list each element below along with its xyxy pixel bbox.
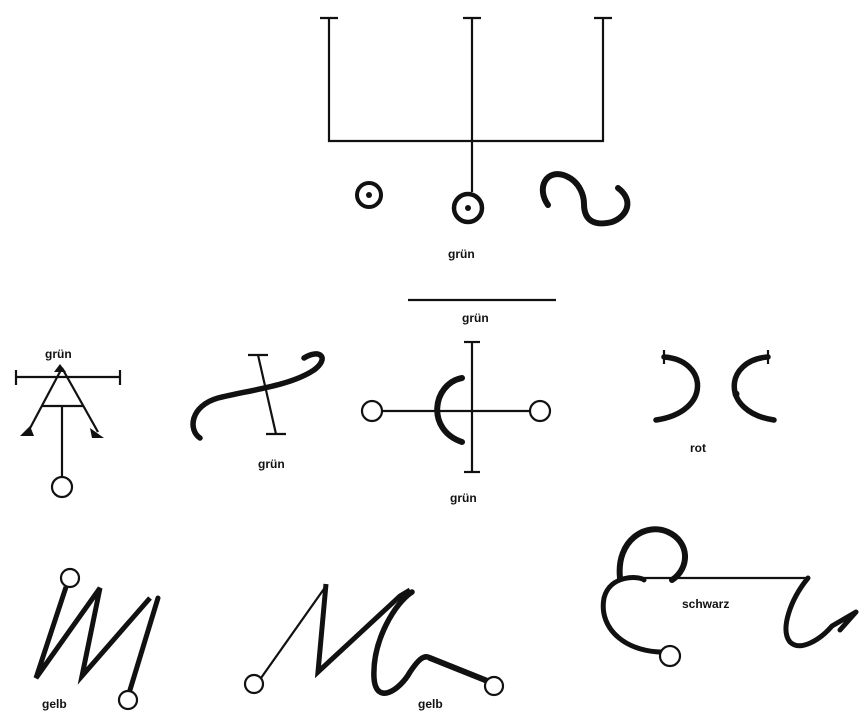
loop-cross-sign: grün <box>193 354 322 471</box>
sign-c-bottom-label: grün <box>450 491 477 505</box>
sign-g-label: schwarz <box>682 597 729 611</box>
loop-tail-sign: schwarz <box>603 529 856 666</box>
top-group-label: grün <box>448 247 475 261</box>
sign-f-label: gelb <box>418 697 443 711</box>
sign-a-label: grün <box>45 347 72 361</box>
circled-dot-middle-symbol <box>454 194 482 222</box>
crescent-cross-sign: grün grün <box>362 300 556 505</box>
circled-dot-left-symbol <box>357 183 381 207</box>
top-bracket-group <box>320 18 612 192</box>
sign-b-label: grün <box>258 457 285 471</box>
zigzag-sign-e: gelb <box>36 569 158 711</box>
triangle-cross-sign: grün <box>16 347 120 497</box>
zigzag-sign-f: gelb <box>245 584 503 711</box>
sign-c-top-label: grün <box>462 311 489 325</box>
serpentine-symbol <box>543 174 628 223</box>
sign-d-label: rot <box>690 441 706 455</box>
sign-e-label: gelb <box>42 697 67 711</box>
double-arc-sign: rot <box>656 350 774 455</box>
